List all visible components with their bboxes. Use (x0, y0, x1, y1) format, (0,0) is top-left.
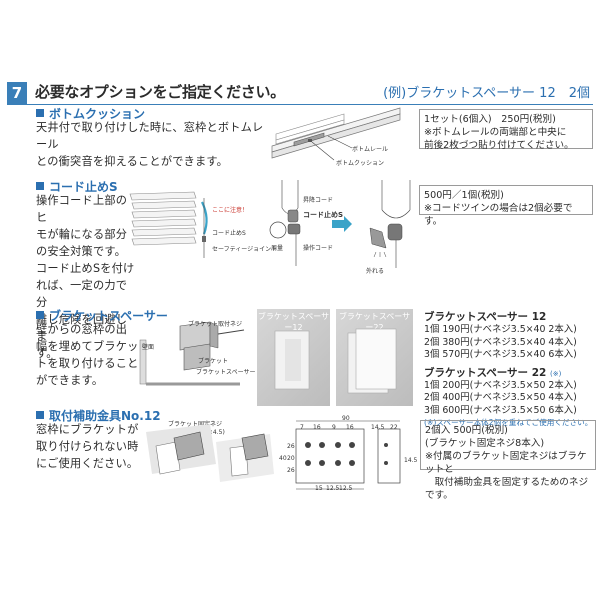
label-bracket-screw: ブラケット取付ネジ (188, 321, 243, 328)
dim-side-1: 20 (287, 455, 295, 462)
label-bottom-cushion: ボトムクッション (336, 160, 385, 167)
dim-side-2: 26 (287, 467, 295, 474)
label-fix-screw: ブラケット固定ネジ (168, 421, 223, 428)
dim-top-1: 16 (313, 424, 321, 431)
blind-cord-illustration (129, 191, 208, 258)
section-heading-mounting-plate: 取付補助金具No.12 (36, 407, 161, 424)
label-cord-stop-pointer: コード止めS (212, 230, 246, 237)
cord-stop-price-box: 500円／1個(税別) ※コードツインの場合は2個必要です。 (419, 185, 593, 227)
dim-bottom-2: 12.5 (339, 485, 353, 492)
spacer22-title: ブラケットスペーサー 22 (※) (424, 366, 562, 379)
example-note: (例)ブラケットスペーサー 12 2個 (383, 86, 590, 101)
bottom-cushion-illustration (271, 107, 401, 161)
dim-top-2: 9 (332, 424, 336, 431)
dim-top-5: 22 (390, 424, 398, 431)
label-safety-joint: セーフティージョイント (212, 246, 278, 253)
mounting-plate-dimension-drawing (295, 420, 401, 490)
page-title: 必要なオプションをご指定ください。 (35, 83, 285, 101)
label-bracket: ブラケット (198, 358, 229, 365)
dim-side-3: 40 (279, 455, 287, 462)
label-cord-stop-s: コード止めS (303, 211, 344, 219)
dim-top-4: 14.5 (371, 424, 385, 431)
label-weight: 周量 (271, 245, 284, 252)
section-heading-bracket-spacer: ブラケットスペーサー (36, 307, 168, 324)
label-lift-cord: 昇降コード (303, 197, 334, 204)
mounting-plate-price-box: 2個入 500円(税別) (ブラケット固定ネジ8本入) ※付属のブラケット固定ネ… (420, 420, 596, 501)
dim-overall: 90 (342, 415, 350, 422)
mounting-plate-description: 窓枠にブラケットが 取り付けられない時 にご使用ください。 (36, 423, 139, 470)
dim-bottom-0: 15 (315, 485, 323, 492)
bracket-spacer-illustration (139, 321, 245, 386)
dim-bottom-1: 12.5 (326, 485, 340, 492)
step-number: 7 (7, 82, 27, 104)
cord-stop-description: 操作コード上部のヒ モが輪になる部分 の安全対策です。 コード止めSを付け れば… (36, 194, 135, 360)
photo-bracket-spacer-22: ブラケットスペーサー22 (336, 309, 413, 406)
dim-top-3: 16 (346, 424, 354, 431)
label-wall: 壁面 (142, 344, 155, 351)
bottom-cushion-price-box: 1セット(6個入) 250円(税別) ※ボトムレールの両端部と中央に 前後2枚づ… (419, 109, 593, 151)
mounting-plate-illustration (146, 424, 274, 482)
label-operation-cord: 操作コード (303, 245, 334, 252)
section-heading-cord-stop: コード止めS (36, 178, 118, 195)
label-bracket-spacer: ブラケットスペーサー (196, 369, 256, 376)
dim-side-0: 26 (287, 443, 295, 450)
dim-right-height: 14.5 (404, 457, 418, 464)
header-divider (7, 104, 593, 105)
cord-stop-detail-illustration (269, 180, 411, 268)
label-attention: ここに注意！ (212, 207, 249, 214)
photo-bracket-spacer-12: ブラケットスペーサー12 (257, 309, 330, 406)
label-bottom-rail: ボトムレール (352, 146, 389, 153)
section-heading-bottom-cushion: ボトムクッション (36, 105, 145, 122)
dim-top-0: 7 (300, 424, 304, 431)
bracket-spacer-description: 壁からの窓枠の出 幅を埋めてブラケッ トを取り付けること ができます。 (36, 323, 139, 387)
bracket-spacer-price-list: ブラケットスペーサー 12 1個 190円(ナベネジ3.5×40 2本入) 2個… (424, 309, 598, 430)
spacer12-title: ブラケットスペーサー 12 (424, 311, 547, 323)
bottom-cushion-description: 天井付で取り付けした時に、窓枠とボトムレール との衝突音を抑えることができます。 (36, 121, 264, 168)
label-detached: 外れる (366, 268, 385, 275)
